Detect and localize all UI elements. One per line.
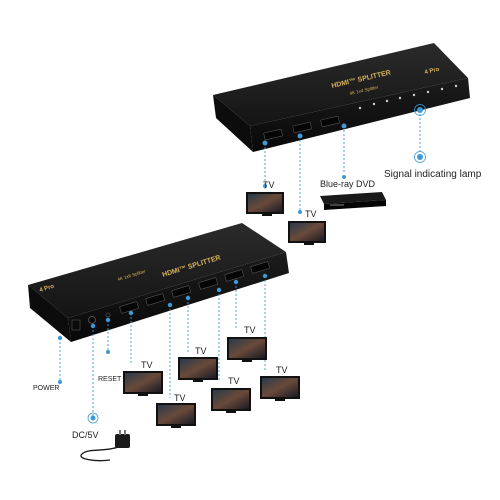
top-led: [372, 102, 376, 106]
reset-label: RESET: [98, 376, 122, 383]
top-hdmi-port-1: [263, 128, 283, 141]
top-splitter-top-face: [213, 43, 468, 126]
blueray-label: Blue-ray DVD: [320, 179, 376, 189]
bottom-hdmi-port-4: [198, 277, 218, 290]
bottom-hdmi-port-6: [250, 261, 270, 274]
top-led: [385, 99, 389, 103]
top-led: [440, 87, 444, 91]
tv-label: TV: [276, 365, 288, 375]
top-led: [358, 106, 362, 110]
top-hdmi-port-2: [292, 121, 312, 134]
bottom-hdmi-port-5: [224, 269, 244, 282]
dvd-player-icon: [320, 192, 386, 210]
reset-button: [105, 312, 111, 318]
top-splitter-brand: 4 Pro: [424, 67, 440, 76]
tv-icon: [227, 337, 267, 362]
top-led: [426, 90, 430, 94]
tv-icon: [123, 371, 163, 396]
tv-icon: [156, 403, 196, 428]
top-splitter-subtitle: 4K 1x4 Splitter: [349, 84, 379, 96]
bottom-splitter-top-face: [28, 223, 286, 318]
tv-label: TV: [305, 209, 317, 219]
signal-lamp-label: Signal indicating lamp: [384, 169, 482, 180]
tv-label: TV: [195, 346, 207, 356]
bottom-splitter-side-face: [28, 285, 71, 342]
tv-icon: [211, 388, 251, 413]
top-splitter-side-face: [213, 95, 253, 152]
bottom-hdmi-port-2: [145, 293, 165, 306]
top-led: [412, 93, 416, 97]
tv-icon: [260, 376, 300, 401]
top-connector-dots: [262, 104, 426, 214]
power-label: POWER: [33, 385, 60, 392]
dc-label: DC/5V: [72, 430, 99, 440]
bottom-hdmi-port-1: [119, 301, 139, 314]
bottom-splitter: HDMI™ SPLITTER 4K 1x6 Splitter 4 Pro: [28, 223, 289, 342]
dc-jack: [88, 316, 96, 324]
top-connectors: [264, 110, 421, 210]
tv-label: TV: [141, 360, 153, 370]
bottom-hdmi-port-3: [171, 285, 191, 298]
tv-label: TV: [263, 180, 275, 190]
tv-icon: [178, 357, 218, 382]
bottom-connectors: [59, 276, 266, 418]
top-led: [398, 96, 402, 100]
tv-label: TV: [174, 393, 186, 403]
power-adapter-icon: [80, 430, 130, 462]
top-splitter: HDMI™ SPLITTER 4K 1x4 Splitter 4 Pro: [213, 43, 470, 152]
power-switch: [71, 319, 81, 331]
top-splitter-front-face: [250, 78, 470, 152]
tv-label: TV: [228, 376, 240, 386]
bottom-connector-dots: [57, 273, 268, 424]
top-hdmi-port-3: [320, 115, 340, 128]
tv-label: TV: [244, 325, 256, 335]
top-led: [454, 84, 458, 88]
tv-icon: [246, 192, 284, 216]
bottom-splitter-brand: 4 Pro: [39, 284, 55, 294]
tv-icon: [288, 221, 326, 245]
